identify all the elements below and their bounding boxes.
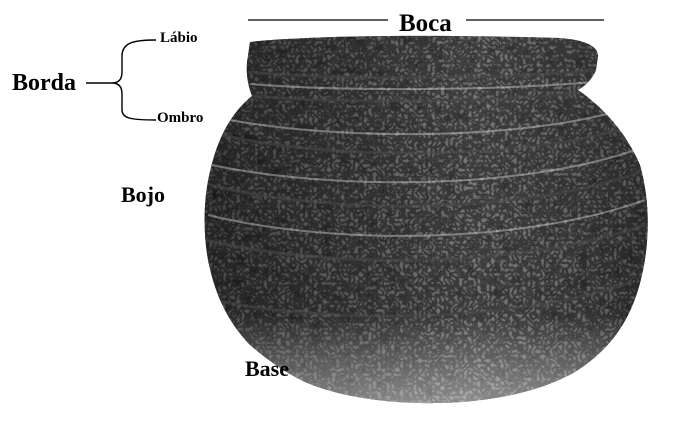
label-labio: Lábio bbox=[160, 31, 198, 46]
label-ombro: Ombro bbox=[157, 111, 203, 126]
borda-brace bbox=[86, 40, 156, 120]
label-base: Base bbox=[245, 358, 289, 380]
pot-body bbox=[200, 30, 660, 410]
label-borda: Borda bbox=[12, 71, 76, 95]
label-boca: Boca bbox=[399, 11, 452, 36]
label-bojo: Bojo bbox=[121, 184, 165, 206]
